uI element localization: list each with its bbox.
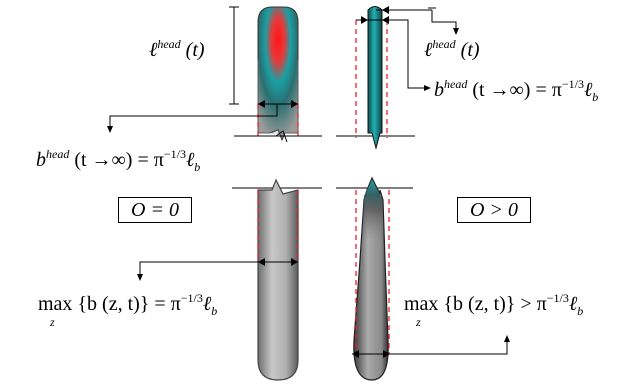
head-superscript: head	[157, 37, 181, 51]
max-exponent-left: −1/3	[180, 291, 203, 305]
ell-b-sub-right: b	[592, 90, 599, 104]
head-width-limit-label-left: bhead (t →∞) = π−1/3ℓb	[36, 147, 200, 173]
head-length-label-left: ℓhead (t)	[149, 37, 205, 61]
max-width-label-left: max z {b (z, t)} = π−1/3ℓb	[38, 291, 217, 328]
max-ell-b-left: ℓ	[202, 293, 212, 315]
max-ell-b-right: ℓ	[568, 293, 578, 315]
head-length-label-right: ℓhead (t)	[424, 37, 480, 61]
t-paren: (t)	[185, 39, 205, 61]
bottom-right-finger	[336, 176, 510, 381]
ell-symbol: ℓ	[149, 39, 158, 61]
t-paren-right: (t)	[460, 39, 480, 61]
head-superscript-b-right: head	[444, 77, 468, 91]
ell-b-right: ℓ	[583, 79, 593, 101]
max-width-label-right: max z {b (z, t)} > π−1/3ℓb	[404, 291, 583, 328]
ell-b-left: ℓ	[185, 149, 195, 171]
limit-text-right: (t →∞) = π	[472, 79, 562, 101]
bottom-left-finger	[137, 178, 322, 381]
head-superscript-right: head	[432, 37, 456, 51]
b-symbol-right: b	[434, 79, 444, 101]
head-width-limit-label-right: bhead (t →∞) = π−1/3ℓb	[434, 77, 598, 103]
ell-symbol-right: ℓ	[424, 39, 433, 61]
max-ell-b-sub-right: b	[577, 304, 584, 318]
regime-box-positive: O > 0	[457, 197, 531, 223]
exponent-left: −1/3	[163, 147, 186, 161]
max-body-right: {b (z, t)} > π	[443, 293, 547, 315]
limit-text-left: (t →∞) = π	[74, 149, 164, 171]
max-ell-b-sub-left: b	[211, 304, 218, 318]
ell-b-sub-left: b	[194, 160, 201, 174]
exponent-right: −1/3	[561, 77, 584, 91]
top-left-head	[107, 6, 322, 143]
max-sub-left: z	[50, 315, 55, 329]
max-exponent-right: −1/3	[546, 291, 569, 305]
max-body-left: {b (z, t)} = π	[77, 293, 181, 315]
b-symbol-left: b	[36, 149, 46, 171]
max-sub-right: z	[416, 315, 421, 329]
top-right-rod	[336, 6, 459, 150]
regime-box-zero: O = 0	[118, 197, 192, 223]
max-word-right: max	[404, 293, 439, 315]
max-word-left: max	[38, 293, 73, 315]
head-superscript-b-left: head	[46, 147, 70, 161]
